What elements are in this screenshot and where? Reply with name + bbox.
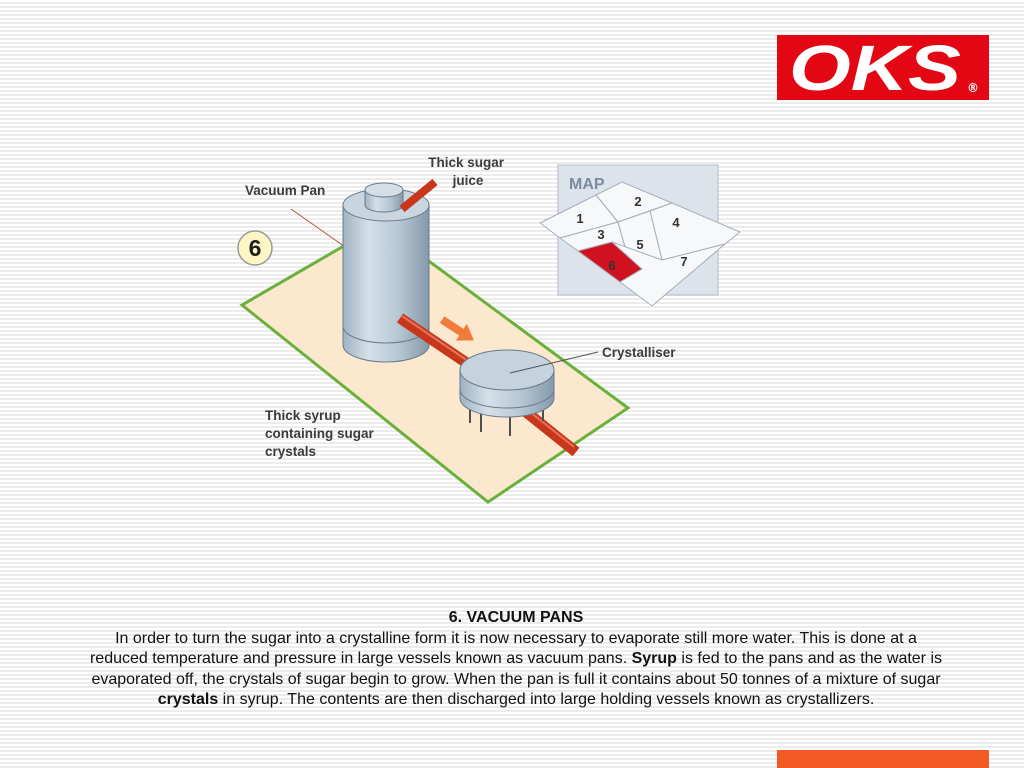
thick-sugar-juice-label-line: juice (452, 173, 484, 188)
location-map: MAP 1 2 3 4 5 6 7 (539, 164, 741, 307)
caption-line: crystals in syrup. The contents are then… (8, 690, 1024, 711)
caption-keyword-syrup: Syrup (631, 650, 677, 667)
plant-floor (239, 223, 631, 504)
step-badge-number: 6 (249, 235, 262, 261)
map-title: MAP (569, 176, 605, 193)
map-region-label: 6 (608, 258, 615, 273)
step-badge-circle (237, 230, 273, 266)
map-region-label: 1 (576, 211, 583, 226)
step-number-badge: 6 (237, 230, 273, 266)
juice-inlet-pipe (399, 178, 438, 213)
caption-text: evaporated off, the crystals of sugar be… (91, 670, 941, 688)
map-region-label: 2 (634, 194, 641, 209)
syrup-pipe-upper-highlight (401, 315, 479, 369)
crystalliser-rim (459, 388, 555, 409)
crystalliser-label: Crystalliser (602, 345, 676, 360)
vacuum-pan-leader-line (290, 208, 349, 250)
caption-text: reduced temperature and pressure in larg… (89, 650, 628, 667)
crystalliser (459, 349, 555, 436)
flow-arrow-shape (439, 316, 474, 341)
registered-mark: ® (967, 81, 979, 95)
caption-line: reduced temperature and pressure in larg… (8, 649, 1024, 670)
caption-text: is fed to the pans and as the water is (681, 650, 943, 667)
map-region-label: 5 (636, 237, 643, 252)
map-region-label: 4 (672, 215, 680, 230)
caption-line: evaporated off, the crystals of sugar be… (8, 670, 1024, 691)
slide-caption: 6. VACUUM PANS In order to turn the suga… (8, 608, 1024, 711)
vacuum-pan-cap-top (364, 182, 404, 198)
thick-syrup-label-line: Thick syrup (265, 408, 341, 423)
map-region-label: 7 (680, 254, 687, 269)
map-region-label: 3 (597, 227, 604, 242)
thick-syrup-label-line: containing sugar (265, 426, 375, 441)
caption-text: In order to turn the sugar into a crysta… (115, 629, 917, 647)
thick-syrup-label: Thick syrup containing sugar crystals (265, 408, 378, 459)
caption-text: in syrup. The contents are then discharg… (222, 691, 875, 708)
oks-logo-graphic: OKS ® (789, 35, 979, 100)
caption-keyword-crystals: crystals (157, 691, 219, 708)
vacuum-pan-label: Vacuum Pan (245, 183, 325, 198)
crystalliser-leader-line (509, 351, 599, 374)
thick-sugar-juice-label-line: Thick sugar (428, 155, 505, 170)
flow-direction-arrow (439, 316, 474, 341)
thick-syrup-label-line: crystals (265, 444, 316, 459)
outlet-pipe-highlight (529, 411, 575, 448)
map-region-7 (611, 241, 726, 307)
oks-logo-text: OKS (789, 35, 961, 100)
accent-bar (777, 750, 989, 768)
caption-line: In order to turn the sugar into a crysta… (8, 629, 1024, 650)
crystalliser-top (459, 349, 555, 391)
thick-sugar-juice-label: Thick sugar juice (428, 155, 508, 188)
vacuum-pan-diagram: Vacuum Pan Thick sugar juice Crystallise… (237, 155, 741, 504)
caption-heading: 6. VACUUM PANS (448, 609, 584, 626)
oks-logo: OKS ® (777, 35, 989, 100)
